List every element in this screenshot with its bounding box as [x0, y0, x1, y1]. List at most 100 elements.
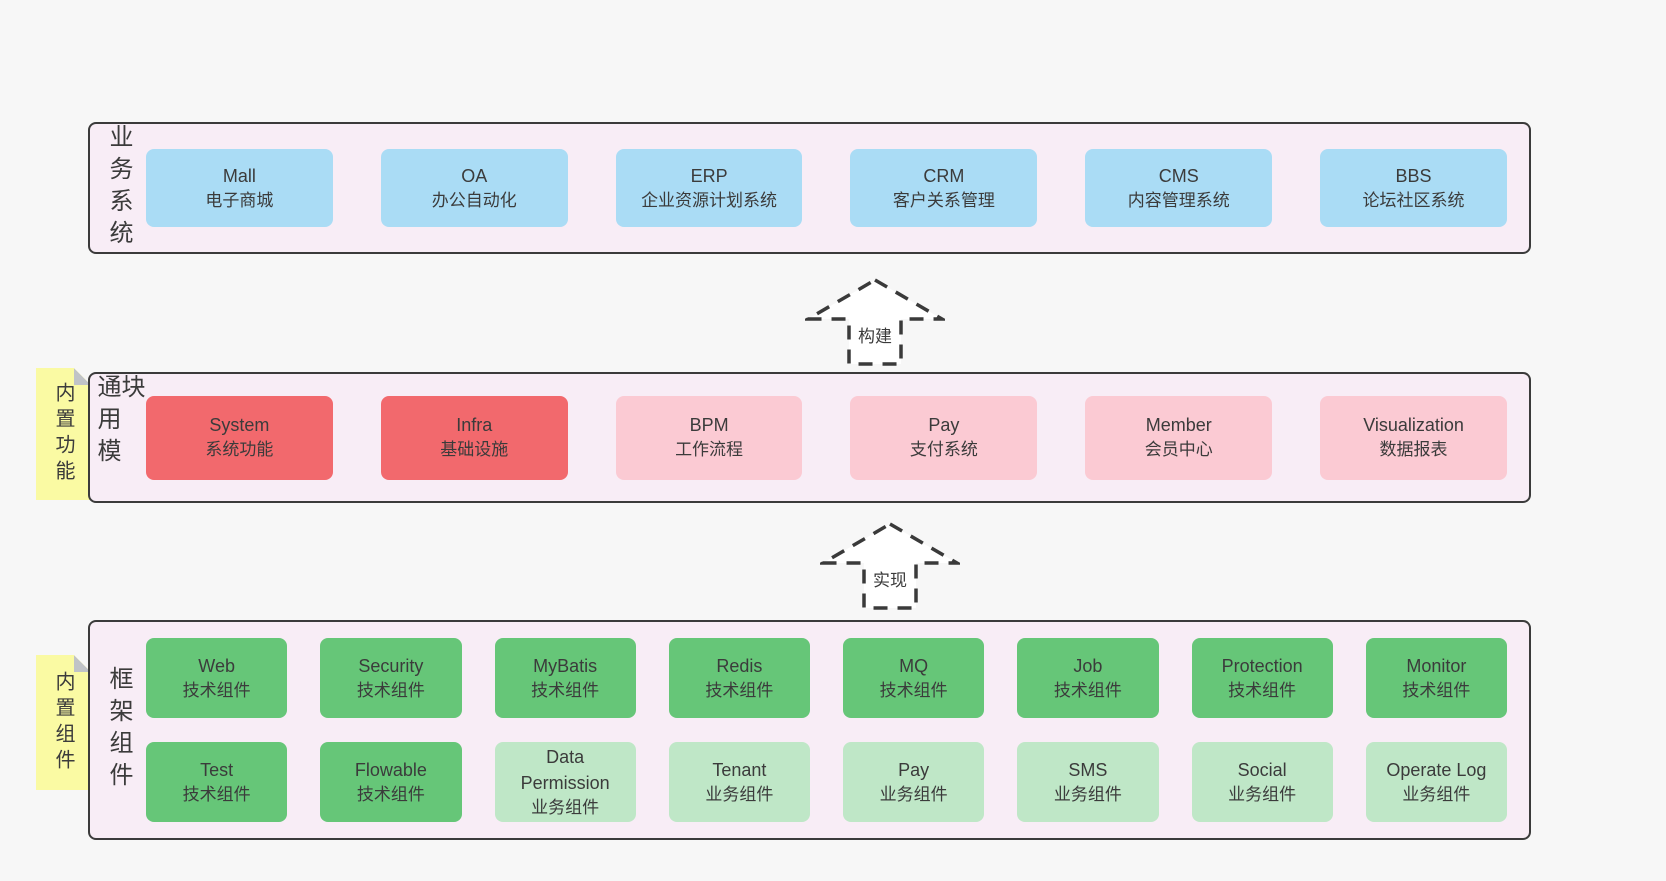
box-subtitle: 技术组件 [356, 784, 425, 804]
tab-built-in-features: 内置功能 [36, 368, 91, 500]
box-subtitle: 支付系统 [909, 440, 978, 460]
box-pay-component: Pay 业务组件 [843, 742, 985, 822]
box-title: Member [1145, 415, 1212, 436]
section-framework-label: 框架组件 [105, 666, 132, 794]
framework-box-row-1: Web 技术组件 Security 技术组件 MyBatis 技术组件 Redi… [146, 638, 1507, 718]
box-subtitle: 企业资源计划系统 [641, 190, 778, 210]
box-title: Visualization [1363, 415, 1464, 436]
box-subtitle: 业务组件 [879, 784, 948, 804]
box-erp: ERP 企业资源计划系统 [615, 149, 803, 227]
box-subtitle: 技术组件 [182, 784, 251, 804]
box-subtitle: 技术组件 [356, 680, 425, 700]
section-modules-label: 通用模块 [93, 374, 144, 470]
box-visualization: Visualization 数据报表 [1320, 395, 1507, 480]
box-data-permission: Data Permission 业务组件 [494, 742, 636, 822]
box-web: Web 技术组件 [146, 638, 288, 718]
box-subtitle: 技术组件 [531, 680, 600, 700]
box-title: Infra [456, 415, 493, 436]
box-subtitle: 业务组件 [1228, 784, 1297, 804]
box-title: BBS [1395, 165, 1432, 186]
box-subtitle: 技术组件 [1402, 680, 1471, 700]
box-operate-log: Operate Log 业务组件 [1365, 742, 1507, 822]
box-test: Test 技术组件 [146, 742, 288, 822]
box-title: CRM [923, 165, 965, 186]
box-title: Data Permission [520, 746, 610, 793]
box-oa: OA 办公自动化 [380, 149, 568, 227]
box-title: Flowable [354, 759, 427, 780]
box-pay-system: Pay 支付系统 [850, 395, 1038, 480]
section-common-modules: 通用模块 System 系统功能 Infra 基础设施 BPM 工作流程 Pay… [88, 372, 1531, 503]
box-mall: Mall 电子商城 [146, 149, 333, 227]
box-bbs: BBS 论坛社区系统 [1320, 149, 1507, 227]
arrow-build-label: 构建 [855, 321, 895, 348]
box-title: Operate Log [1386, 759, 1487, 780]
box-subtitle: 技术组件 [879, 680, 948, 700]
box-subtitle: 技术组件 [182, 680, 251, 700]
box-subtitle: 论坛社区系统 [1362, 190, 1465, 210]
box-subtitle: 业务组件 [1053, 784, 1122, 804]
section-business-label: 业务系统 [105, 124, 132, 252]
box-system: System 系统功能 [146, 395, 333, 480]
box-subtitle: 数据报表 [1379, 440, 1448, 460]
arrow-implement-label: 实现 [870, 565, 910, 592]
box-subtitle: 业务组件 [1402, 784, 1471, 804]
box-subtitle: 基础设施 [440, 440, 509, 460]
box-title: Mall [222, 165, 256, 186]
box-title: Social [1237, 759, 1287, 780]
box-subtitle: 技术组件 [705, 680, 774, 700]
section-framework-components: 框架组件 Web 技术组件 Security 技术组件 MyBatis 技术组件… [88, 620, 1531, 840]
box-protection: Protection 技术组件 [1191, 638, 1333, 718]
box-sms: SMS 业务组件 [1017, 742, 1159, 822]
framework-box-row-2: Test 技术组件 Flowable 技术组件 Data Permission … [146, 742, 1507, 822]
business-box-row: Mall 电子商城 OA 办公自动化 ERP 企业资源计划系统 CRM 客户关系… [146, 149, 1507, 227]
box-title: MQ [899, 655, 929, 676]
box-title: BPM [689, 415, 729, 436]
framework-rows: Web 技术组件 Security 技术组件 MyBatis 技术组件 Redi… [146, 638, 1507, 822]
box-security: Security 技术组件 [320, 638, 462, 718]
box-monitor: Monitor 技术组件 [1365, 638, 1507, 718]
box-title: SMS [1068, 759, 1108, 780]
box-title: ERP [690, 165, 728, 186]
box-job: Job 技术组件 [1017, 638, 1159, 718]
box-mq: MQ 技术组件 [843, 638, 985, 718]
box-subtitle: 业务组件 [705, 784, 774, 804]
box-subtitle: 系统功能 [205, 440, 274, 460]
box-title: Test [200, 759, 234, 780]
box-cms: CMS 内容管理系统 [1085, 149, 1273, 227]
box-title: Web [198, 655, 235, 676]
box-title: Protection [1221, 655, 1303, 676]
box-mybatis: MyBatis 技术组件 [494, 638, 636, 718]
box-subtitle: 客户关系管理 [892, 190, 995, 210]
box-subtitle: 工作流程 [675, 440, 744, 460]
box-title: Tenant [712, 759, 767, 780]
box-member: Member 会员中心 [1085, 395, 1273, 480]
box-infra: Infra 基础设施 [380, 395, 568, 480]
box-subtitle: 电子商城 [205, 190, 274, 210]
box-redis: Redis 技术组件 [668, 638, 810, 718]
box-title: OA [461, 165, 488, 186]
box-subtitle: 技术组件 [1053, 680, 1122, 700]
box-title: MyBatis [533, 655, 598, 676]
box-title: Security [358, 655, 424, 676]
box-title: Monitor [1406, 655, 1467, 676]
box-title: Redis [716, 655, 763, 676]
box-subtitle: 办公自动化 [431, 190, 517, 210]
box-title: Job [1073, 655, 1103, 676]
arrow-implement: 实现 [820, 521, 960, 611]
box-title: Pay [898, 759, 930, 780]
tab-built-in-features-label: 内置功能 [52, 382, 74, 486]
box-social: Social 业务组件 [1191, 742, 1333, 822]
box-subtitle: 会员中心 [1144, 440, 1213, 460]
tab-built-in-components: 内置组件 [36, 655, 91, 790]
tab-built-in-components-label: 内置组件 [52, 670, 74, 775]
box-title: System [209, 415, 270, 436]
box-subtitle: 技术组件 [1228, 680, 1297, 700]
box-bpm: BPM 工作流程 [615, 395, 803, 480]
box-subtitle: 内容管理系统 [1127, 190, 1230, 210]
box-crm: CRM 客户关系管理 [850, 149, 1038, 227]
box-subtitle: 业务组件 [531, 797, 600, 817]
box-flowable: Flowable 技术组件 [320, 742, 462, 822]
box-title: Pay [928, 415, 960, 436]
box-tenant: Tenant 业务组件 [668, 742, 810, 822]
arrow-build: 构建 [805, 277, 945, 367]
